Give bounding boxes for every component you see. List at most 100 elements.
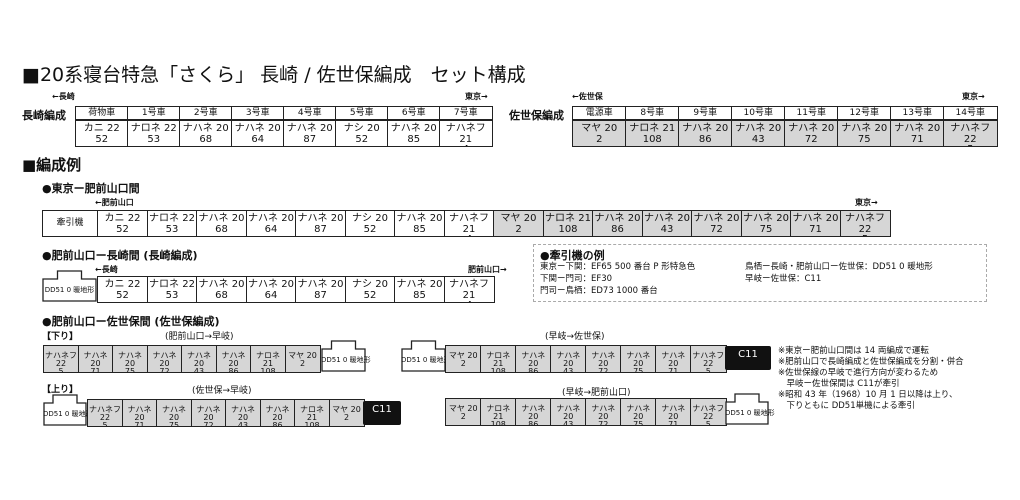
car-type: カニ 22 [104,213,141,224]
loco-placeholder: 牽引機 [42,210,98,237]
direction-left: ←長崎 [52,92,75,101]
car-type: ナハネ 20 [248,213,294,224]
car-type: ナハネフ 21 [449,213,489,235]
car-type: ナハネ 20 [182,123,229,134]
car-number: 43 [751,133,765,145]
car-number: 5 [58,367,64,373]
car-type: ナロネ 21 [300,404,324,422]
car-number: 5 [705,367,711,373]
car-number-header: 1号車 [127,106,181,120]
car-number: 4 [440,144,492,146]
car-type: ナロネ 21 [629,123,676,134]
c11-steam-locomotive-icon: C11 [363,401,401,425]
car-type: マヤ 20 [332,404,361,414]
car-number-header: 13号車 [890,106,945,120]
car-number: 108 [490,367,506,373]
car-number: 43 [563,420,574,426]
car-type: ナハネ 20 [591,403,616,421]
note-line: 下りともに DD51単機による牽引 [778,401,915,411]
car-number: 2 [343,412,350,422]
car-type: マヤ 20 [448,403,478,413]
notes: ※東京ー肥前山口間は 14 両編成で運転※肥前山口で長崎編成と佐世保編成を分割・… [778,346,964,412]
car-type: ナハネ 20 [521,403,546,421]
car-number: 68 [199,133,213,145]
car-number: 108 [304,421,320,427]
car-type: ナハネ 20 [682,123,729,134]
car-number: 72 [598,367,609,373]
car-number: 108 [260,367,276,373]
car-type: ナハネ 20 [297,279,344,290]
direction-right: 東京→ [962,92,985,101]
car-number: 43 [660,223,674,235]
car-type: ナハネ 20 [396,213,443,224]
car-type: ナロネ 22 [130,123,177,134]
direction-left: ←長崎 [95,265,118,274]
section-title: ●肥前山口ー長崎間 (長崎編成) [42,249,198,262]
car-number: 71 [910,133,924,145]
section-title: ●東京ー肥前山口間 [42,182,140,195]
car-number: 52 [363,289,377,301]
car-number: 52 [116,289,129,301]
car-type: ナハネ 20 [626,403,651,421]
car-number: 85 [413,289,426,301]
car-type: ナハネ 20 [693,213,740,224]
car-number: 86 [272,421,283,427]
dd51-locomotive-icon [321,340,366,372]
car-number: 108 [490,420,506,426]
car-type: ナハネ 20 [286,123,333,134]
car-number: 52 [95,133,109,145]
car-number: 86 [611,223,624,235]
car-number: 71 [90,367,101,373]
car-type: ナハネ 20 [118,350,142,368]
car-number: 53 [165,289,179,301]
car-type: ナハネ 20 [396,279,443,290]
car-number: 43 [237,421,249,427]
car-number: 75 [633,420,644,426]
car-number: 2 [460,411,466,421]
car-type: ナハネ 20 [591,350,616,368]
direction-right: 東京→ [855,198,878,207]
car-type: ナハネ 20 [248,279,294,290]
car-number: 108 [642,133,662,145]
car-number-header: 3号車 [231,106,285,120]
car-number: 71 [668,420,679,426]
car-number: 5 [705,420,711,426]
c11-steam-locomotive-icon: C11 [725,346,771,370]
car-type: マヤ 20 [288,350,317,360]
car-number: 75 [633,367,644,373]
loco-line: 東京ー下関：EF65 500 番台 P 形特急色 [540,262,696,272]
car-number: 71 [668,367,679,373]
direction-right: 東京→ [465,92,488,101]
route-caption: (早岐→佐世保) [545,332,605,342]
car-number-header: 9号車 [678,106,733,120]
car-type: ナハネフ22 [45,350,77,368]
route-caption: (佐世保→早岐) [192,386,252,396]
car-number-header: 電源車 [572,106,627,120]
note-line: ※肥前山口で長崎編成と佐世保編成を分割・併合 [778,357,964,367]
